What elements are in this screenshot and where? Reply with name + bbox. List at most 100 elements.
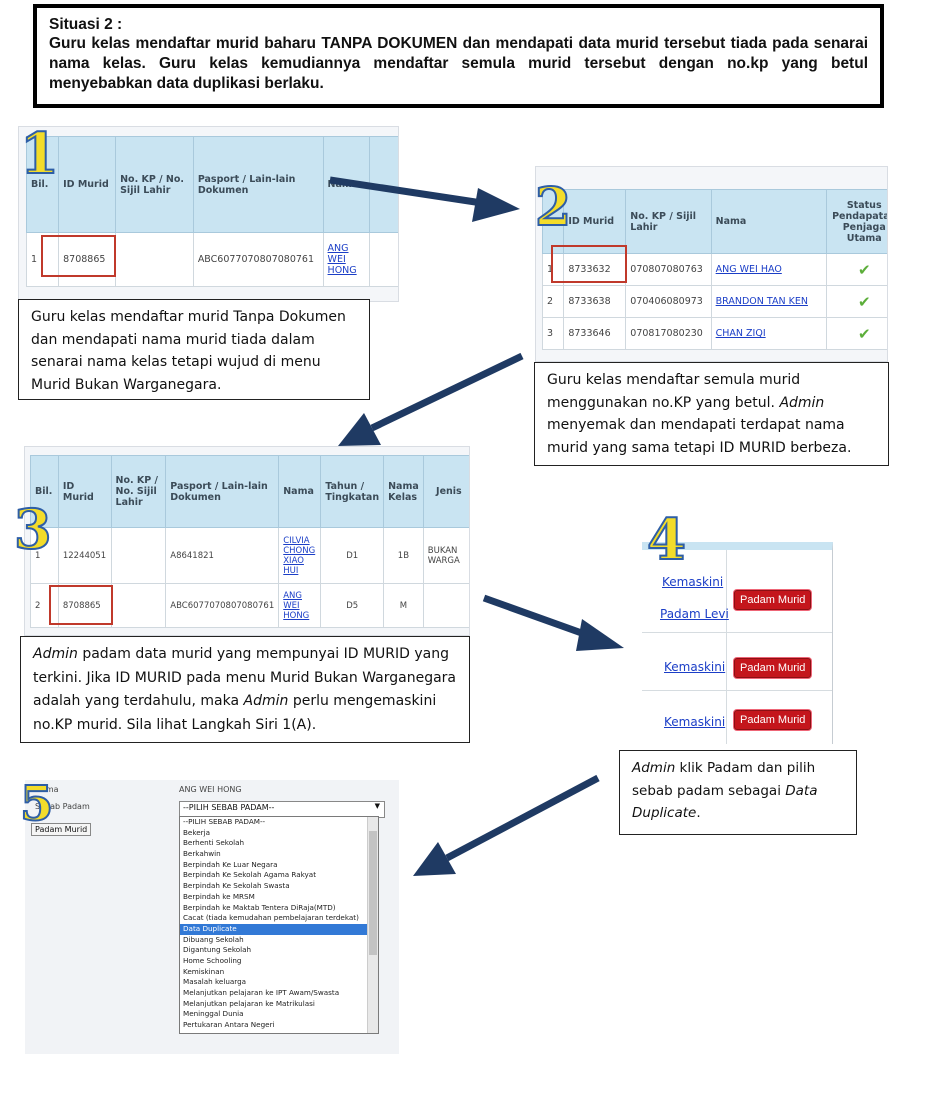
col-empty <box>369 136 398 233</box>
dropdown-option[interactable]: Cacat (tiada kemudahan pembelajaran terd… <box>183 913 359 923</box>
panel-1-table: Bil. ID Murid No. KP / No. Sijil Lahir P… <box>25 136 398 287</box>
situation-header: Situasi 2 : Guru kelas mendaftar murid b… <box>33 4 884 108</box>
step-1-number: 1 <box>19 121 60 187</box>
padam-murid-button[interactable]: Padam Murid <box>734 710 812 730</box>
step-4-number: 4 <box>646 507 687 573</box>
sebab-padam-label: Sebab Padam <box>35 802 90 811</box>
table-row: 3 8733646 070817080230 CHAN ZIQI ✔ <box>541 317 887 350</box>
col-id-murid: ID Murid <box>57 455 112 528</box>
nama-label: Nama <box>35 785 59 794</box>
padam-murid-button[interactable]: Padam Murid <box>734 658 812 678</box>
check-icon: ✔ <box>826 317 887 350</box>
arrow-3-to-4-head <box>576 619 624 651</box>
dropdown-option[interactable]: Berpindah ke MRSM <box>183 891 255 901</box>
col-status-pendapatan: Status Pendapatan Penjaga Utama <box>826 189 887 254</box>
dropdown-option-selected[interactable]: Data Duplicate <box>180 923 378 935</box>
step-3-number: 3 <box>13 497 53 561</box>
kemaskini-link[interactable]: Kemaskini <box>662 575 724 589</box>
nama-link[interactable]: ANG WEI HAO <box>715 264 782 275</box>
col-kelas: Nama Kelas <box>383 455 424 528</box>
panel-3-table: Bil. ID Murid No. KP / No. Sijil Lahir P… <box>30 455 469 628</box>
panel-2-table: ID Murid No. KP / Sijil Lahir Nama Statu… <box>541 189 887 350</box>
panel-3-screenshot: Bil. ID Murid No. KP / No. Sijil Lahir P… <box>24 446 470 636</box>
dropdown-option[interactable]: Berpindah ke Maktab Tentera DiRaja(MTD) <box>183 902 336 912</box>
col-id-murid: ID Murid <box>58 136 117 233</box>
dropdown-option[interactable]: Meninggal Dunia <box>183 1009 244 1019</box>
dropdown-option[interactable]: Berpindah Ke Sekolah Agama Rakyat <box>183 870 317 880</box>
dropdown-option[interactable]: Kemiskinan <box>183 966 225 976</box>
cell-id-murid: 8708865 <box>58 232 117 287</box>
dropdown-option[interactable]: Berpindah Ke Sekolah Swasta <box>183 881 290 891</box>
dropdown-option[interactable]: Berkahwin <box>183 849 221 859</box>
padam-levi-link[interactable]: Padam Levi <box>660 607 729 621</box>
arrow-4-to-5-head <box>413 842 456 876</box>
arrow-2-to-3 <box>370 352 524 432</box>
kemaskini-link[interactable]: Kemaskini <box>664 715 726 729</box>
nama-link[interactable]: BRANDON TAN KEN <box>715 296 808 307</box>
panel-1-screenshot: Bil. ID Murid No. KP / No. Sijil Lahir P… <box>18 126 399 302</box>
padam-murid-button[interactable]: Padam Murid <box>734 590 812 610</box>
dropdown-option[interactable]: Masalah keluarga <box>183 977 247 987</box>
col-no-kp: No. KP / Sijil Lahir <box>625 189 712 254</box>
situation-text: Guru kelas mendaftar murid baharu TANPA … <box>49 35 868 92</box>
step-5-number: 5 <box>19 776 54 832</box>
caption-1: Guru kelas mendaftar murid Tanpa Dokumen… <box>18 299 370 400</box>
cell-pasport: ABC6077070807080761 <box>192 232 324 287</box>
nama-value: ANG WEI HONG <box>179 785 242 794</box>
cell-no-kp <box>115 232 194 287</box>
panel-5-screenshot: Nama ANG WEI HONG Sebab Padam --PILIH SE… <box>25 780 399 1054</box>
panel-4-screenshot: Kemaskini Padam Levi Padam Murid Kemaski… <box>642 542 833 744</box>
highlight-id-murid <box>49 585 113 625</box>
arrow-4-to-5 <box>445 774 600 862</box>
table-row: 1 12244051 A8641821 CILVIA CHONG XIAO HU… <box>30 527 469 584</box>
col-no-kp: No. KP / No. Sijil Lahir <box>115 136 194 233</box>
col-nama: Nama <box>278 455 322 528</box>
step-2-number: 2 <box>534 177 572 238</box>
nama-link[interactable]: CILVIA CHONG XIAO HUI <box>283 535 316 576</box>
panel-2-screenshot: ID Murid No. KP / Sijil Lahir Nama Statu… <box>535 166 888 362</box>
nama-link[interactable]: CHAN ZIQI <box>715 328 766 339</box>
arrow-1-to-2-head <box>472 188 520 222</box>
padam-murid-button[interactable]: Padam Murid <box>31 823 92 836</box>
col-id-murid: ID Murid <box>563 189 627 254</box>
dropdown-option[interactable]: Home Schooling <box>183 955 242 965</box>
chevron-down-icon: ▼ <box>374 802 380 810</box>
col-bil: Bil. <box>25 136 60 233</box>
col-tahun: Tahun / Tingkatan <box>320 455 385 528</box>
dropdown-option[interactable]: Melanjutkan pelajaran ke Matrikulasi <box>183 998 315 1008</box>
arrow-3-to-4 <box>482 594 592 640</box>
dropdown-option[interactable]: Berpindah Ke Luar Negara <box>183 859 278 869</box>
col-pasport: Pasport / Lain-lain Dokumen <box>192 136 324 233</box>
table-row: 1 8733632 070807080763 ANG WEI HAO ✔ <box>541 253 887 286</box>
dropdown-option[interactable]: Dibuang Sekolah <box>183 934 244 944</box>
col-no-kp: No. KP / No. Sijil Lahir <box>110 455 167 528</box>
highlight-id-murid <box>551 245 627 283</box>
col-nama: Nama <box>322 136 371 233</box>
dropdown-option[interactable]: Berhenti Sekolah <box>183 838 245 848</box>
dropdown-scrollbar[interactable] <box>367 817 378 1033</box>
arrow-2-to-3-head <box>338 413 381 446</box>
kemaskini-link[interactable]: Kemaskini <box>664 660 726 674</box>
nama-link[interactable]: ANG WEI HONG <box>327 243 357 276</box>
dropdown-option[interactable]: Pertukaran Antara Negeri <box>183 1020 275 1030</box>
dropdown-option[interactable]: Digantung Sekolah <box>183 945 252 955</box>
check-icon: ✔ <box>826 285 887 318</box>
check-icon: ✔ <box>826 253 887 286</box>
dropdown-option[interactable]: --PILIH SEBAB PADAM-- <box>183 817 266 826</box>
col-nama: Nama <box>710 189 828 254</box>
situation-title: Situasi 2 : <box>49 16 123 33</box>
caption-3: Admin padam data murid yang mempunyai ID… <box>20 636 470 743</box>
col-pasport: Pasport / Lain-lain Dokumen <box>165 455 280 528</box>
table-row: 2 8708865 ABC6077070807080761 ANG WEI HO… <box>30 583 469 628</box>
col-bil: Bil. <box>30 455 59 528</box>
highlight-id-murid <box>41 235 116 277</box>
caption-4: Admin klik Padam dan pilih sebab padam s… <box>619 750 857 835</box>
table-row: 2 8733638 070406080973 BRANDON TAN KEN ✔ <box>541 285 887 318</box>
col-jenis: Jenis <box>422 455 469 528</box>
dropdown-option[interactable]: Melanjutkan pelajaran ke IPT Awam/Swasta <box>183 988 340 997</box>
nama-link[interactable]: ANG WEI HONG <box>283 590 310 621</box>
caption-2: Guru kelas mendaftar semula murid menggu… <box>534 362 889 466</box>
dropdown-option[interactable]: Bekerja <box>183 827 211 837</box>
